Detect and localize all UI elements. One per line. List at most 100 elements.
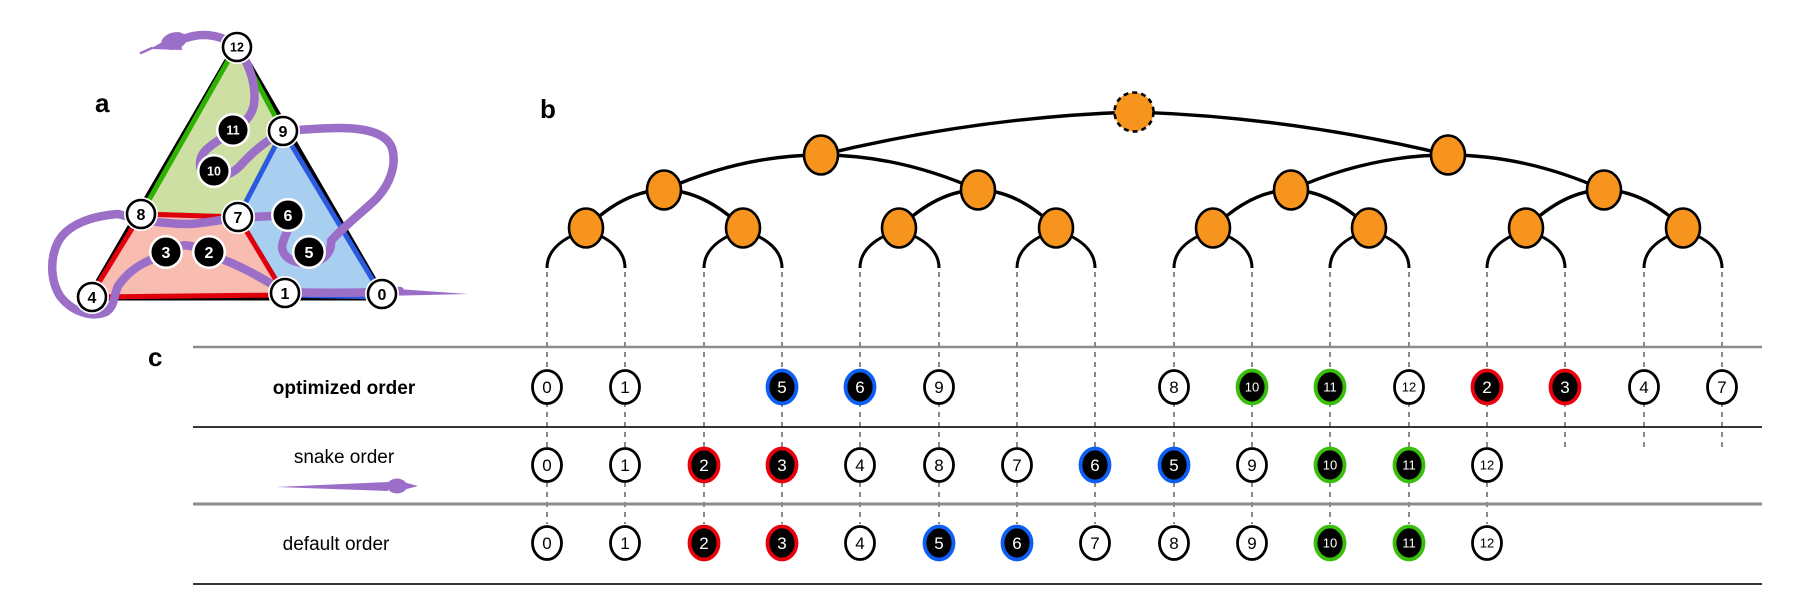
- order-circle-label: 9: [1247, 456, 1256, 475]
- order-circle-label: 6: [1012, 534, 1021, 553]
- tree-nodes: [567, 91, 1702, 249]
- row-label-optimized: optimized order: [273, 378, 416, 399]
- order-circle-optimized-0: [531, 369, 563, 405]
- order-circle-default-2: [687, 524, 721, 562]
- mesh-node-label: 7: [234, 210, 243, 227]
- tree-node: [1350, 207, 1388, 249]
- order-circle-default-4: [844, 525, 876, 561]
- tree-edges: [545, 110, 1724, 269]
- order-circle-label: 2: [1482, 378, 1491, 397]
- order-circle-label: 8: [1169, 378, 1178, 397]
- order-circle-snake-12: [1471, 447, 1503, 483]
- order-circle-label: 6: [1090, 456, 1099, 475]
- mesh-node-label: 6: [284, 208, 293, 225]
- mesh-node-label: 3: [162, 245, 171, 262]
- snake-snout: [150, 32, 182, 50]
- order-circle-label: 3: [1560, 378, 1569, 397]
- tree-dashed-columns: [546, 272, 1723, 524]
- panel-a-label: a: [95, 88, 110, 118]
- order-circle-snake-0: [531, 447, 563, 483]
- order-circle-label: 11: [1323, 380, 1337, 395]
- order-circle-label: 5: [777, 378, 786, 397]
- mesh-node-label: 8: [137, 207, 146, 224]
- order-circle-label: 10: [1323, 536, 1337, 551]
- order-circle-snake-5: [1157, 446, 1191, 484]
- order-circle-default-10: [1313, 524, 1347, 562]
- order-circle-label: 3: [777, 456, 786, 475]
- order-circle-label: 9: [934, 378, 943, 397]
- order-circle-default-7: [1079, 525, 1111, 561]
- order-circle-label: 4: [855, 534, 864, 553]
- order-circle-label: 11: [1402, 536, 1416, 551]
- row-label-default: default order: [283, 534, 390, 555]
- mesh-node-12: [221, 31, 253, 63]
- mesh-node-10: [199, 156, 229, 186]
- order-circle-label: 8: [1169, 534, 1178, 553]
- order-circle-label: 9: [1247, 534, 1256, 553]
- order-circle-snake-1: [609, 447, 641, 483]
- order-circle-label: 10: [1245, 380, 1259, 395]
- snake-icon: [276, 478, 418, 494]
- order-circle-snake-9: [1236, 447, 1268, 483]
- snake-tongue: [139, 46, 154, 55]
- mesh-node-label: 0: [378, 287, 387, 304]
- tree-edge: [1290, 153, 1449, 192]
- tree-edge: [1447, 153, 1605, 192]
- order-circle-optimized-12: [1393, 369, 1425, 405]
- tree-node: [1194, 207, 1232, 249]
- order-circle-snake-3: [765, 446, 799, 484]
- order-circle-default-9: [1236, 525, 1268, 561]
- mesh-node-5: [294, 237, 324, 267]
- order-circle-label: 0: [542, 456, 551, 475]
- order-circle-optimized-8: [1158, 369, 1190, 405]
- tree-node: [802, 134, 840, 176]
- mesh-node-7: [222, 201, 254, 233]
- tree-node: [1037, 207, 1075, 249]
- tree-root-node: [1113, 91, 1155, 133]
- order-circle-optimized-4: [1628, 369, 1660, 405]
- mesh-node-11: [218, 115, 248, 145]
- tree-node: [1429, 134, 1467, 176]
- mesh-node-label: 5: [305, 245, 314, 262]
- tree-node: [645, 169, 683, 211]
- order-circle-optimized-9: [923, 369, 955, 405]
- order-circle-label: 7: [1717, 378, 1726, 397]
- mesh-node-label: 10: [207, 165, 221, 179]
- mesh-node-9: [267, 115, 299, 147]
- mesh-node-label: 9: [279, 124, 288, 141]
- mesh-node-1: [269, 277, 301, 309]
- mesh-node-4: [76, 281, 108, 313]
- mesh-node-label: 2: [205, 245, 214, 262]
- order-circle-snake-2: [687, 446, 721, 484]
- tree-edge: [820, 110, 1135, 157]
- tree-node: [1664, 207, 1702, 249]
- order-circle-label: 12: [1402, 380, 1416, 395]
- tree-node: [880, 207, 918, 249]
- mesh-node-8: [125, 198, 157, 230]
- order-circle-label: 0: [542, 534, 551, 553]
- mesh-node-label: 4: [88, 290, 97, 307]
- order-circle-optimized-2: [1470, 368, 1504, 406]
- order-circle-default-1: [609, 525, 641, 561]
- panel-b-label: b: [540, 94, 556, 124]
- order-circle-optimized-6: [843, 368, 877, 406]
- order-circle-label: 4: [1639, 378, 1648, 397]
- mesh-node-label: 12: [230, 41, 244, 55]
- order-circle-label: 2: [699, 456, 708, 475]
- snake-tail: [383, 288, 468, 296]
- mesh-node-6: [273, 200, 303, 230]
- order-circle-label: 8: [934, 456, 943, 475]
- row-label-snake: snake order: [294, 447, 395, 468]
- order-circle-default-0: [531, 525, 563, 561]
- tree-node: [959, 169, 997, 211]
- order-circle-label: 1: [620, 456, 629, 475]
- tree-node: [1585, 169, 1623, 211]
- order-circle-label: 3: [777, 534, 786, 553]
- order-circle-default-5: [922, 524, 956, 562]
- order-circle-label: 12: [1480, 536, 1494, 551]
- mesh-node-label: 1: [281, 286, 290, 303]
- order-circle-optimized-10: [1235, 368, 1269, 406]
